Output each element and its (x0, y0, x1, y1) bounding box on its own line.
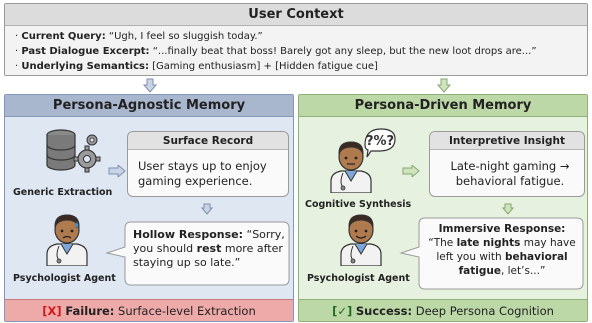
left-agent-label: Psychologist Agent (13, 273, 116, 284)
success-mark: [✓] (332, 304, 353, 318)
right-arrow-icon (402, 165, 420, 177)
past-dialogue-line: · Past Dialogue Excerpt: “...finally bea… (15, 46, 537, 57)
doctor-icon (340, 214, 382, 266)
semantics-line: · Underlying Semantics: [Gaming enthusia… (15, 61, 378, 72)
generic-extraction-label: Generic Extraction (13, 187, 113, 198)
thinking-doctor-icon: ?%? (330, 128, 396, 193)
immersive-response-bubble-shape (399, 217, 584, 290)
hollow-response-part2: more after staying up so late.” (133, 242, 283, 269)
current-query-label: Current Query: (21, 31, 106, 42)
hollow-response-bold: rest (196, 242, 222, 255)
persona-driven-panel: Persona-Driven Memory ?%? Cognitive Synt… (298, 94, 588, 322)
cognitive-synthesis-label: Cognitive Synthesis (305, 199, 412, 210)
failure-mark: [X] (42, 304, 62, 318)
current-query-line: · Current Query: “Ugh, I feel so sluggis… (15, 31, 263, 42)
immersive-response-part2: may have left you with (436, 237, 576, 263)
svg-text:?%?: ?%? (366, 134, 394, 149)
failure-label: Failure: (65, 304, 115, 318)
right-arrow-icon (108, 165, 126, 177)
success-label: Success: (355, 304, 413, 318)
immersive-response-text: Immersive Response: “The late nights may … (423, 222, 581, 278)
doctor-icon (46, 214, 88, 266)
user-context-title: User Context (5, 4, 587, 26)
immersive-response-bold1: late nights (456, 237, 521, 249)
database-gear-icon (46, 129, 101, 173)
failure-footer: [X] Failure: Surface-level Extraction (5, 299, 293, 321)
surface-record-title: Surface Record (128, 132, 288, 150)
current-query-text: “Ugh, I feel so sluggish today.” (105, 31, 263, 42)
persona-driven-title: Persona-Driven Memory (299, 95, 587, 117)
down-arrow-icon (437, 78, 451, 93)
interpretive-insight-box: Interpretive Insight Late-night gaming →… (429, 131, 585, 197)
interpretive-insight-text: Late-night gaming → behavioral fatigue. (450, 159, 570, 188)
persona-agnostic-title: Persona-Agnostic Memory (5, 95, 293, 117)
surface-record-text: User stays up to enjoy gaming experience… (138, 159, 267, 188)
hollow-response-part1: “Sorry, you should (133, 228, 285, 255)
hollow-response-label: Hollow Response: (133, 228, 243, 241)
success-footer: [✓] Success: Deep Persona Cognition (299, 299, 587, 321)
immersive-response-part3: , let’s...” (500, 265, 546, 277)
interpretive-insight-title: Interpretive Insight (430, 132, 584, 150)
semantics-text: [Gaming enthusiasm] + [Hidden fatigue cu… (148, 61, 378, 72)
past-dialogue-text: “...finally beat that boss! Barely got a… (149, 46, 537, 57)
down-arrow-icon (143, 78, 157, 93)
hollow-response-bubble-shape (105, 221, 290, 286)
immersive-response-part1: “The (428, 237, 457, 249)
success-text: Deep Persona Cognition (412, 304, 554, 318)
persona-agnostic-panel: Persona-Agnostic Memory Generic Extracti… (4, 94, 294, 322)
down-arrow-icon (201, 203, 213, 215)
immersive-response-bold2: behavioral fatigue (458, 251, 568, 277)
past-dialogue-label: Past Dialogue Excerpt: (21, 46, 150, 57)
user-context-panel: User Context · Current Query: “Ugh, I fe… (4, 3, 588, 76)
failure-text: Surface-level Extraction (114, 304, 256, 318)
hollow-response-text: Hollow Response: “Sorry, you should rest… (133, 228, 285, 270)
right-agent-label: Psychologist Agent (307, 273, 410, 284)
surface-record-box: Surface Record User stays up to enjoy ga… (127, 131, 289, 197)
down-arrow-icon (502, 203, 514, 215)
immersive-response-title: Immersive Response: (438, 223, 566, 235)
semantics-label: Underlying Semantics: (21, 61, 149, 72)
